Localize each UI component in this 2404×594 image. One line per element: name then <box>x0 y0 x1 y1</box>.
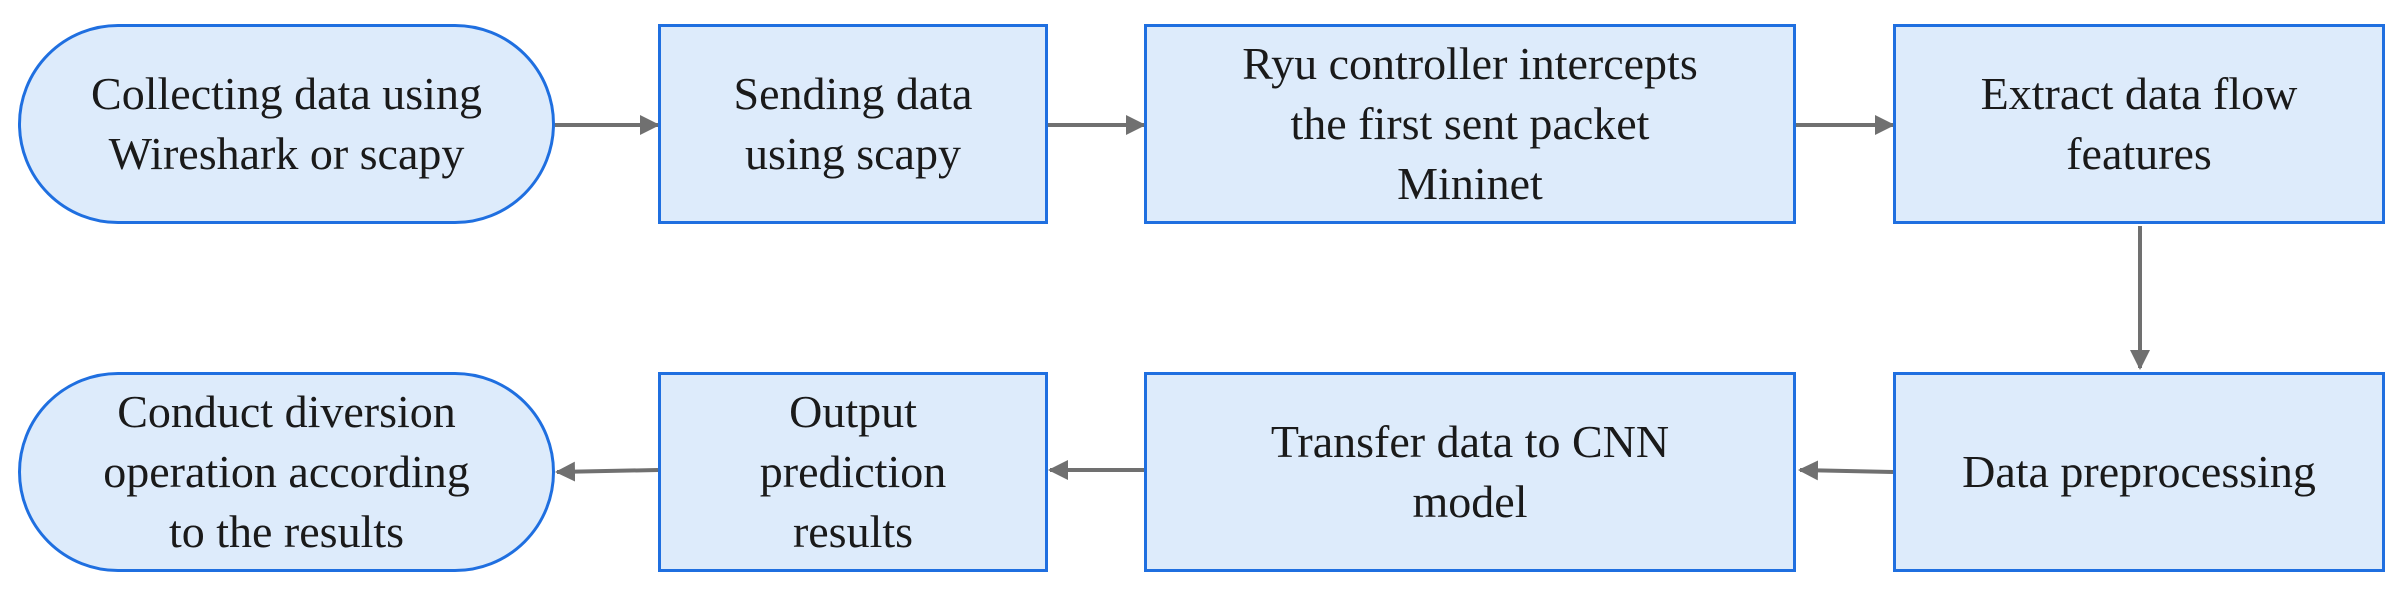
node-data-preprocessing: Data preprocessing <box>1893 372 2385 572</box>
node-ryu-controller: Ryu controller intercepts the first sent… <box>1144 24 1796 224</box>
node-label: Transfer data to CNN model <box>1270 416 1670 527</box>
arrow-preprocess-to-transfer <box>1798 460 1894 481</box>
node-sending-data: Sending data using scapy <box>658 24 1048 224</box>
node-label: Collecting data using Wireshark or scapy <box>91 68 482 179</box>
node-label: Sending data using scapy <box>733 68 973 179</box>
node-label: Ryu controller intercepts the first sent… <box>1242 38 1698 209</box>
node-transfer-to-cnn: Transfer data to CNN model <box>1144 372 1796 572</box>
node-output-prediction: Output prediction results <box>658 372 1048 572</box>
node-label: Extract data flow features <box>1980 68 2298 179</box>
node-extract-features: Extract data flow features <box>1893 24 2385 224</box>
arrow-output-to-divert <box>555 461 659 482</box>
node-conduct-diversion: Conduct diversion operation according to… <box>18 372 555 572</box>
node-label: Data preprocessing <box>1962 446 2316 498</box>
node-label: Output prediction results <box>759 386 947 557</box>
node-label: Conduct diversion operation according to… <box>103 386 470 557</box>
node-collecting-data: Collecting data using Wireshark or scapy <box>18 24 555 224</box>
